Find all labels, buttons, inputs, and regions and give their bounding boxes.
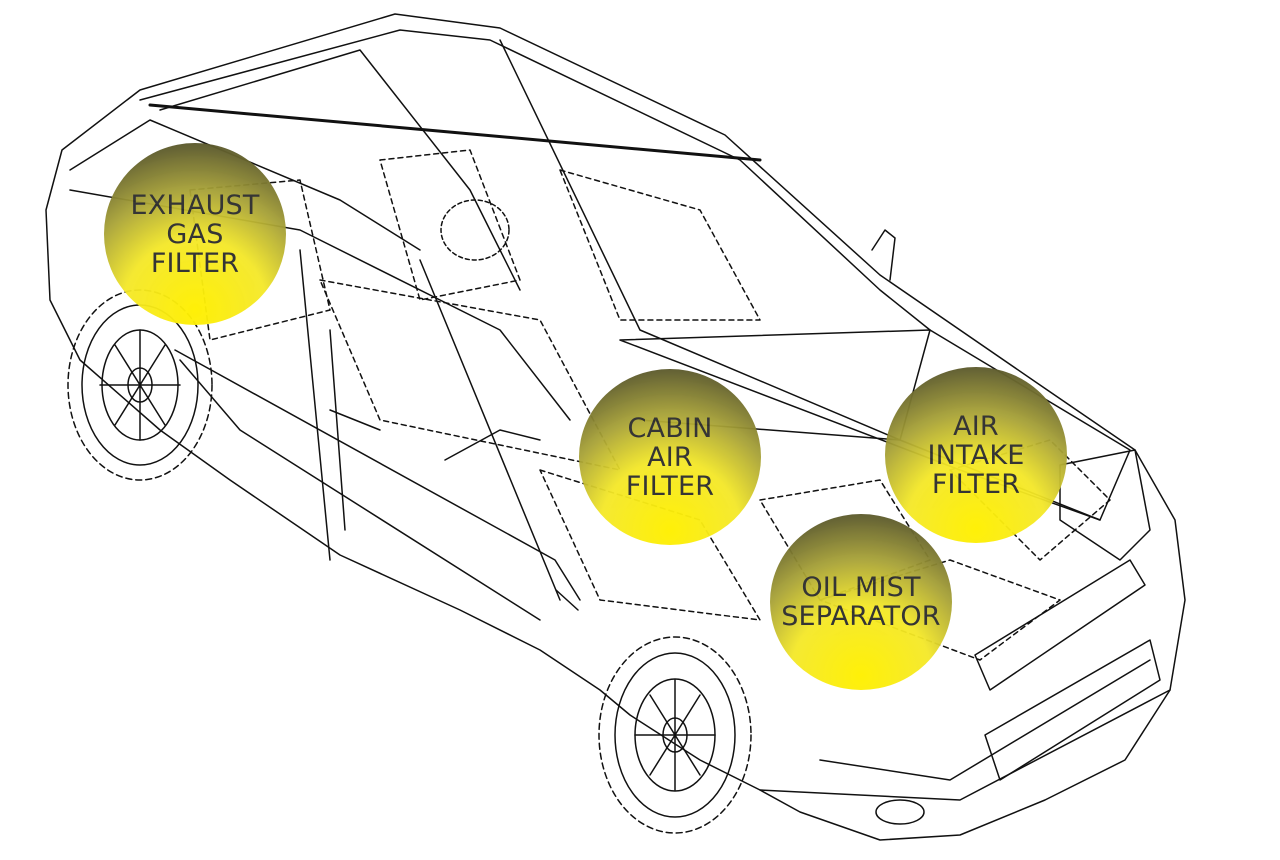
cabin-air-filter-callout: CABIN AIR FILTER [579, 369, 761, 545]
car-mirror [871, 229, 896, 281]
callout-line: AIR [953, 410, 999, 442]
car-grille [974, 559, 1146, 691]
air-intake-filter-callout: AIR INTAKE FILTER [885, 367, 1067, 543]
callout-line: INTAKE [927, 439, 1025, 471]
car-door-line [174, 349, 581, 601]
callout-line: FILTER [931, 468, 1021, 500]
callout-line: FILTER [150, 247, 240, 279]
car-roof [139, 29, 931, 331]
callout-line: SEPARATOR [781, 601, 941, 632]
callout-line: AIR [647, 441, 693, 473]
callout-line: EXHAUST [130, 189, 260, 221]
car-windshield [499, 39, 931, 441]
front-wheel [598, 636, 752, 834]
callout-line: OIL MIST [801, 572, 921, 603]
car-body-outline [45, 13, 1186, 841]
car-headlight [1059, 449, 1151, 561]
callout-line: GAS [166, 218, 224, 250]
exhaust-gas-filter-callout: EXHAUST GAS FILTER [104, 143, 286, 325]
callout-line: CABIN [627, 412, 713, 444]
oil-mist-separator-callout: OIL MIST SEPARATOR [770, 514, 952, 690]
callout-line: FILTER [625, 470, 715, 502]
